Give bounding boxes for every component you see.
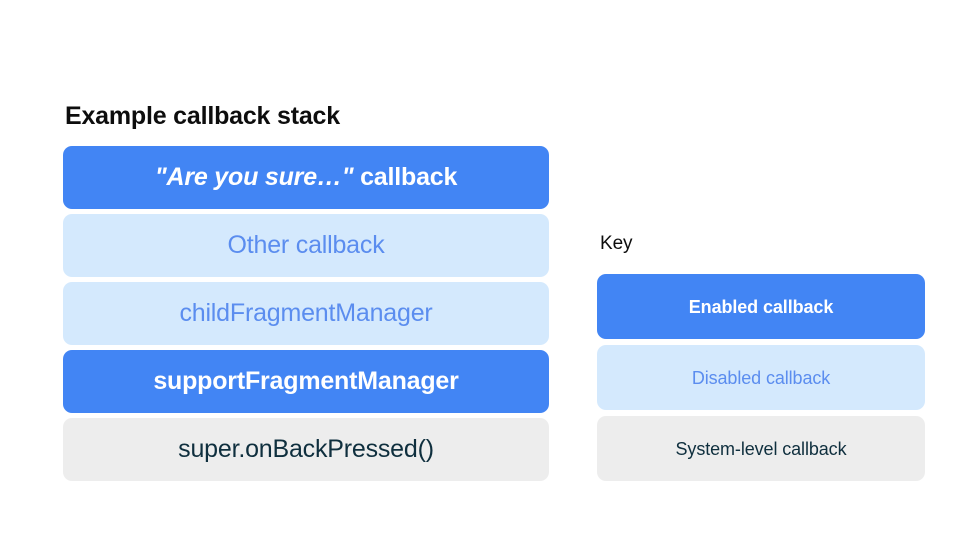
key-item-system-level-callback[interactable]: System-level callback: [597, 416, 925, 481]
stack-title: Example callback stack: [65, 102, 340, 130]
key-item-disabled-callback[interactable]: Disabled callback: [597, 345, 925, 410]
callback-stack-section: Example callback stack "Are you sure…" c…: [63, 100, 549, 481]
stack-item-support-fragment-manager[interactable]: supportFragmentManager: [63, 350, 549, 413]
key-item-enabled-callback[interactable]: Enabled callback: [597, 274, 925, 339]
stack-item-label: "Are you sure…" callback: [154, 163, 458, 191]
stack-item-super-on-back-pressed[interactable]: super.onBackPressed(): [63, 418, 549, 481]
stack-item-label: Other callback: [227, 231, 385, 259]
stack-item-are-you-sure-callback[interactable]: "Are you sure…" callback: [63, 146, 549, 209]
stack-item-label: childFragmentManager: [179, 299, 433, 327]
key-legend-list: Enabled callback Disabled callback Syste…: [597, 274, 925, 481]
key-item-label: Enabled callback: [688, 296, 834, 317]
key-item-label: Disabled callback: [691, 367, 831, 388]
stack-item-label: super.onBackPressed(): [178, 435, 434, 463]
stack-item-label-quoted: "Are you sure…": [154, 163, 354, 191]
key-legend-section: Key Enabled callback Disabled callback S…: [597, 232, 925, 481]
key-title: Key: [600, 233, 633, 254]
stack-item-label-plain: callback: [353, 163, 458, 191]
stack-item-other-callback[interactable]: Other callback: [63, 214, 549, 277]
stack-item-child-fragment-manager[interactable]: childFragmentManager: [63, 282, 549, 345]
callback-stack-list: "Are you sure…" callback Other callback …: [63, 146, 549, 481]
key-item-label: System-level callback: [675, 438, 847, 459]
stack-item-label: supportFragmentManager: [153, 367, 459, 395]
